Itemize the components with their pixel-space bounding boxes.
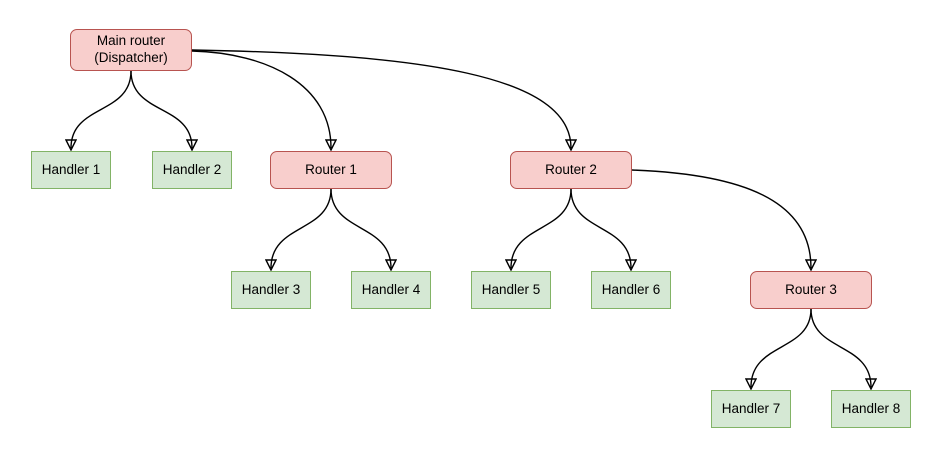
- node-router-3: Router 3: [750, 271, 872, 309]
- edge-router-2-to-handler-6: [570, 188, 631, 268]
- node-handler-7: Handler 7: [711, 390, 791, 428]
- node-router-2: Router 2: [510, 151, 632, 189]
- edge-main-router-to-router-1: [191, 50, 331, 148]
- node-handler-8: Handler 8: [831, 390, 911, 428]
- edge-router-2-to-handler-5: [511, 188, 572, 268]
- node-handler-2: Handler 2: [152, 151, 232, 189]
- edge-router-3-to-handler-8: [810, 308, 871, 387]
- edge-main-router-to-handler-2: [130, 70, 192, 148]
- edge-router-1-to-handler-3: [271, 188, 332, 268]
- node-handler-3: Handler 3: [231, 271, 311, 309]
- edge-router-3-to-handler-7: [751, 308, 812, 387]
- node-router-1: Router 1: [270, 151, 392, 189]
- node-handler-5: Handler 5: [471, 271, 551, 309]
- node-handler-1: Handler 1: [31, 151, 111, 189]
- edge-main-router-to-handler-1: [71, 70, 132, 148]
- node-main-router-dispatcher: Main router (Dispatcher): [70, 29, 192, 71]
- edge-router-1-to-handler-4: [330, 188, 391, 268]
- edge-router-2-to-router-3: [631, 169, 811, 268]
- node-handler-6: Handler 6: [591, 271, 671, 309]
- edge-main-router-to-router-2: [191, 49, 571, 148]
- node-handler-4: Handler 4: [351, 271, 431, 309]
